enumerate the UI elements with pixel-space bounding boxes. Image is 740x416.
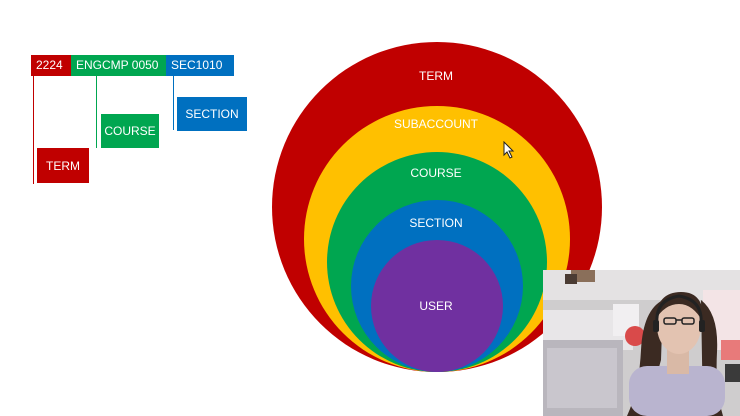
ring-label-section: SECTION [409, 216, 462, 230]
course-box: COURSE [101, 114, 159, 148]
webcam-video-overlay [543, 270, 740, 416]
section-box: SECTION [177, 97, 247, 131]
code-segment-section: SEC1010 [166, 55, 234, 76]
section-connector-line [173, 76, 174, 130]
ring-label-course: COURSE [410, 166, 461, 180]
term-connector-line [33, 76, 34, 184]
ring-user [371, 240, 503, 372]
ring-label-term: TERM [419, 69, 453, 83]
code-segment-term: 2224 [31, 55, 71, 76]
term-box: TERM [37, 148, 89, 183]
presenter-video-image [543, 270, 740, 416]
ring-label-user: USER [419, 299, 453, 313]
mouse-cursor-icon [503, 141, 515, 159]
code-segment-course: ENGCMP 0050 [71, 55, 166, 76]
ring-label-subaccount: SUBACCOUNT [394, 117, 479, 131]
course-connector-line [96, 76, 97, 148]
